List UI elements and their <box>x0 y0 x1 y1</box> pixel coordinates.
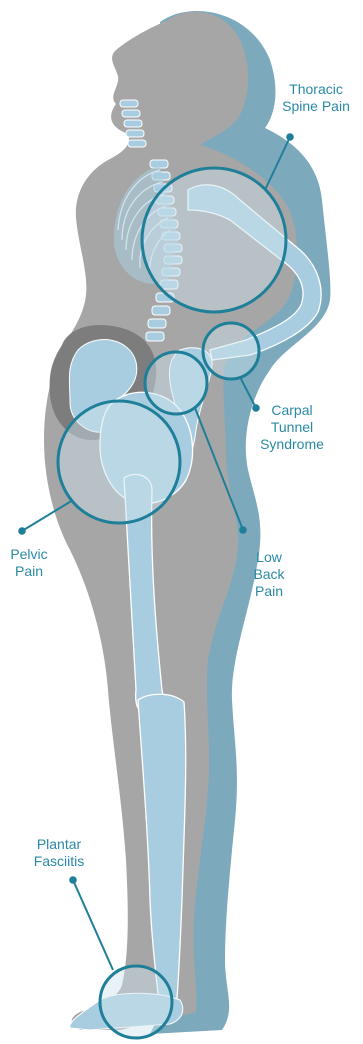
thoracic-spine-pain-label: Thoracic Spine Pain <box>276 81 356 115</box>
thoracic-line-2: Spine Pain <box>276 98 356 115</box>
thoracic-line-1: Thoracic <box>276 81 356 98</box>
pelvic-line-1: Pelvic <box>4 546 54 563</box>
carpal-line-1: Carpal <box>252 402 332 419</box>
carpal-ring <box>203 323 259 379</box>
pelvic-pain-label: Pelvic Pain <box>4 546 54 580</box>
carpal-line-3: Syndrome <box>252 436 332 453</box>
pelvic-line-2: Pain <box>4 563 54 580</box>
plantar-line-1: Plantar <box>26 836 92 853</box>
low-back-line-2: Back <box>245 566 293 583</box>
low-back-line-1: Low <box>245 549 293 566</box>
low-back-line-3: Pain <box>245 583 293 600</box>
plantar-ring <box>100 966 172 1038</box>
plantar-fasciitis-label: Plantar Fasciitis <box>26 836 92 870</box>
plantar-line-2: Fasciitis <box>26 853 92 870</box>
low-back-pain-label: Low Back Pain <box>245 549 293 600</box>
carpal-tunnel-label: Carpal Tunnel Syndrome <box>252 402 332 453</box>
pelvic-ring <box>58 401 180 523</box>
low-back-ring <box>145 352 207 414</box>
carpal-line-2: Tunnel <box>252 419 332 436</box>
